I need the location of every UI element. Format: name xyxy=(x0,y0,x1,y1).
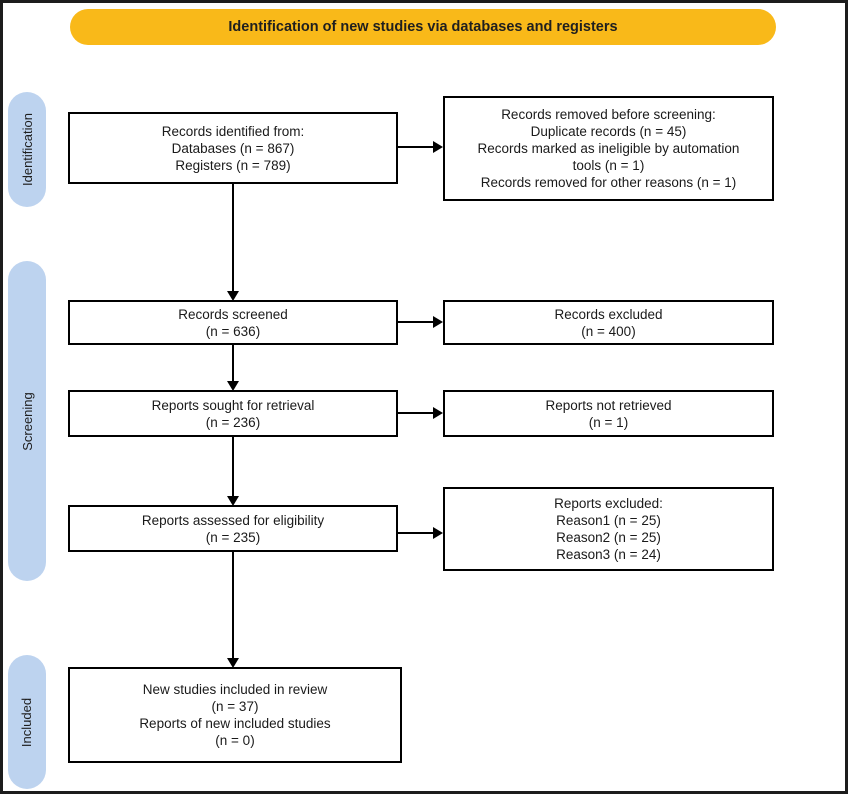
box-line: (n = 400) xyxy=(581,323,636,339)
box-line: Registers (n = 789) xyxy=(175,157,291,173)
stage-label-identification-text: Identification xyxy=(19,113,35,186)
box-line: Records excluded xyxy=(554,306,663,322)
arrow-down-head-icon xyxy=(227,496,239,506)
arrow-right-line xyxy=(398,146,434,148)
box-line: tools (n = 1) xyxy=(572,158,645,173)
box-line: Reason3 (n = 24) xyxy=(556,547,661,562)
box-line: (n = 0) xyxy=(215,733,255,748)
box-records-removed-before-screening: Records removed before screening: Duplic… xyxy=(443,96,774,201)
box-line: Reports sought for retrieval xyxy=(151,397,315,413)
box-records-identified: Records identified from: Databases (n = … xyxy=(68,112,398,184)
box-line: Records screened xyxy=(178,306,288,322)
box-line: Reports not retrieved xyxy=(545,397,672,413)
box-line: (n = 636) xyxy=(205,323,261,339)
box-line: Records removed before screening: xyxy=(501,107,716,122)
box-line: Records removed for other reasons (n = 1… xyxy=(480,175,737,190)
box-reports-not-retrieved: Reports not retrieved (n = 1) xyxy=(443,390,774,437)
arrow-down-line xyxy=(232,345,234,381)
box-line: Records marked as ineligible by automati… xyxy=(477,141,740,156)
arrow-right-head-icon xyxy=(433,527,443,539)
box-line: (n = 235) xyxy=(205,529,261,545)
box-line: Reason2 (n = 25) xyxy=(556,530,661,545)
arrow-down-head-icon xyxy=(227,381,239,391)
box-line: Records identified from: xyxy=(161,123,305,139)
stage-label-screening: Screening xyxy=(8,261,46,581)
box-line: (n = 37) xyxy=(211,699,259,714)
arrow-down-line xyxy=(232,552,234,658)
box-line: New studies included in review xyxy=(142,682,328,697)
banner-identification-of-new-studies: Identification of new studies via databa… xyxy=(70,9,776,45)
arrow-right-line xyxy=(398,532,434,534)
arrow-down-head-icon xyxy=(227,291,239,301)
arrow-down-line xyxy=(232,437,234,496)
stage-label-included-text: Included xyxy=(19,697,35,747)
box-line: Duplicate records (n = 45) xyxy=(530,124,687,139)
arrow-right-head-icon xyxy=(433,141,443,153)
arrow-right-head-icon xyxy=(433,316,443,328)
arrow-down-head-icon xyxy=(227,658,239,668)
box-records-excluded: Records excluded (n = 400) xyxy=(443,300,774,345)
box-line: (n = 236) xyxy=(205,414,261,430)
stage-label-included: Included xyxy=(8,655,46,789)
box-line: Reports excluded: xyxy=(554,496,663,511)
arrow-right-head-icon xyxy=(433,407,443,419)
arrow-right-line xyxy=(398,321,434,323)
box-line: Reports of new included studies xyxy=(139,716,331,731)
box-line: (n = 1) xyxy=(588,414,629,430)
stage-label-identification: Identification xyxy=(8,92,46,207)
box-reports-sought: Reports sought for retrieval (n = 236) xyxy=(68,390,398,437)
arrow-down-line xyxy=(232,184,234,291)
banner-label: Identification of new studies via databa… xyxy=(228,19,618,35)
box-new-studies-included: New studies included in review (n = 37) … xyxy=(68,667,402,763)
box-line: Reports assessed for eligibility xyxy=(141,512,325,528)
box-records-screened: Records screened (n = 636) xyxy=(68,300,398,345)
box-reports-assessed: Reports assessed for eligibility (n = 23… xyxy=(68,505,398,552)
box-line: Reason1 (n = 25) xyxy=(556,513,661,528)
box-reports-excluded: Reports excluded: Reason1 (n = 25) Reaso… xyxy=(443,487,774,571)
stage-label-screening-text: Screening xyxy=(19,391,35,451)
arrow-right-line xyxy=(398,412,434,414)
box-line: Databases (n = 867) xyxy=(171,140,295,156)
